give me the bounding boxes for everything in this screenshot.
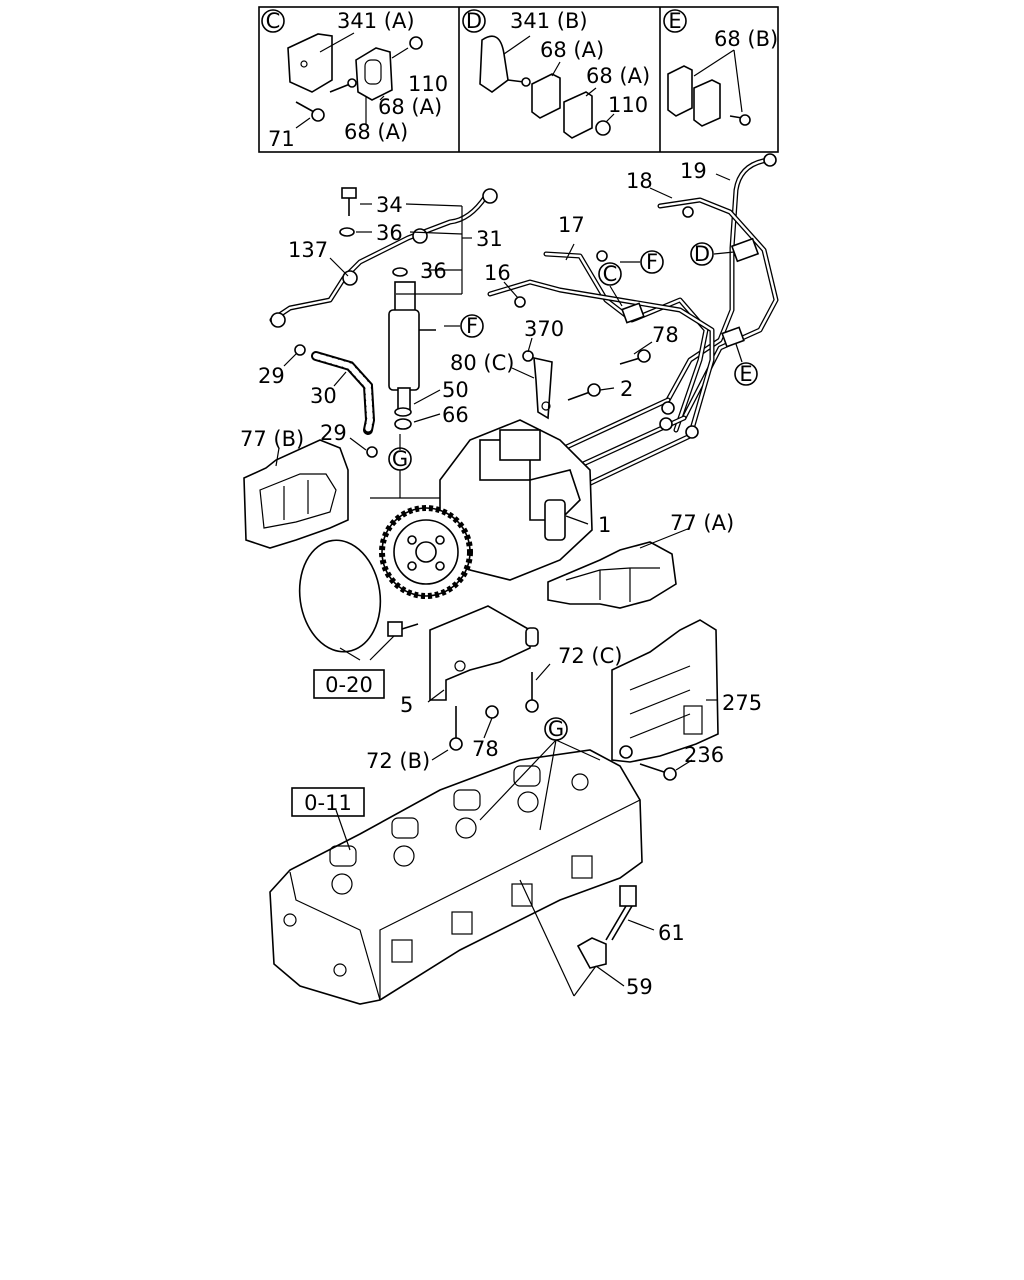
boxed-refs: 0-20 0-11 bbox=[291, 669, 385, 817]
panel-e-letter: E bbox=[668, 9, 681, 33]
callout-18: 18 bbox=[626, 169, 653, 193]
clamp-68b-1 bbox=[667, 65, 693, 117]
callout-275: 275 bbox=[722, 691, 762, 715]
clamp-68a-d1 bbox=[531, 73, 561, 119]
cover-275 bbox=[611, 619, 719, 781]
o-ring-50 bbox=[394, 407, 412, 417]
panel-d-letter: D bbox=[466, 9, 482, 33]
inset-panel-d: D 341 (B) 68 (A) 68 (A) 110 bbox=[462, 9, 650, 139]
seal-66 bbox=[394, 418, 412, 430]
nut-110 bbox=[409, 36, 423, 50]
callout-137: 137 bbox=[288, 238, 328, 262]
callout-17: 17 bbox=[558, 213, 585, 237]
callout-16: 16 bbox=[484, 261, 511, 285]
callout-30: 30 bbox=[310, 384, 337, 408]
callout-66: 66 bbox=[442, 403, 469, 427]
callout-72b: 72 (B) bbox=[366, 749, 430, 773]
clamp-68a-d2 bbox=[563, 91, 593, 139]
callout-61: 61 bbox=[658, 921, 685, 945]
callout-50: 50 bbox=[442, 378, 469, 402]
callout-370: 370 bbox=[524, 317, 564, 341]
callout-1: 1 bbox=[598, 513, 611, 537]
callout-80c: 80 (C) bbox=[450, 351, 514, 375]
callout-71: 71 bbox=[268, 127, 295, 151]
callout-341b: 341 (B) bbox=[510, 9, 588, 33]
callout-341a: 341 (A) bbox=[337, 9, 415, 33]
callout-labels: 34 36 31 137 36 18 19 17 16 370 78 80 (C… bbox=[240, 159, 762, 999]
callout-29a: 29 bbox=[258, 364, 285, 388]
inset-panels: C 341 (A) 110 68 (A) 68 (A) 71 D bbox=[258, 6, 779, 153]
callout-59: 59 bbox=[626, 975, 653, 999]
ref-circle-f2: F bbox=[466, 314, 478, 338]
callout-2: 2 bbox=[620, 377, 633, 401]
callout-236: 236 bbox=[684, 743, 724, 767]
callout-78b: 78 bbox=[472, 737, 499, 761]
injector-top bbox=[394, 281, 416, 313]
callout-36a: 36 bbox=[376, 221, 403, 245]
clamp-plate-341a bbox=[287, 33, 333, 93]
callout-72c: 72 (C) bbox=[558, 644, 622, 668]
cover-77a bbox=[547, 541, 677, 609]
ref-box-0-11: 0-11 bbox=[304, 791, 352, 815]
glow-plug bbox=[576, 885, 637, 969]
callout-77a: 77 (A) bbox=[670, 511, 734, 535]
panel-c-letter: C bbox=[266, 9, 281, 33]
cylinder-head bbox=[269, 749, 643, 1005]
callout-68b: 68 (B) bbox=[714, 27, 778, 51]
injection-pump bbox=[298, 419, 593, 653]
ref-box-0-20: 0-20 bbox=[325, 673, 373, 697]
callout-36b: 36 bbox=[420, 259, 447, 283]
ref-circle-f1: F bbox=[646, 250, 658, 274]
ref-circle-c: C bbox=[603, 262, 618, 286]
callout-68a-c1: 68 (A) bbox=[378, 95, 442, 119]
leak-off-and-injector bbox=[269, 187, 498, 458]
clamp-68b-2 bbox=[693, 79, 721, 127]
ref-circle-g1: G bbox=[392, 447, 408, 471]
callout-68a-d2: 68 (A) bbox=[586, 64, 650, 88]
callout-68a-d1: 68 (A) bbox=[540, 38, 604, 62]
callout-110-c: 110 bbox=[408, 72, 448, 96]
inset-panel-c: C 341 (A) 110 68 (A) 68 (A) 71 bbox=[261, 9, 448, 151]
callout-77b: 77 (B) bbox=[240, 427, 304, 451]
bracket-341b bbox=[479, 35, 509, 93]
clamp-block-68a bbox=[355, 47, 393, 101]
callout-68a-c2: 68 (A) bbox=[344, 120, 408, 144]
ref-circle-e: E bbox=[739, 362, 752, 386]
callout-78a: 78 bbox=[652, 323, 679, 347]
ref-circle-d: D bbox=[694, 242, 710, 266]
ref-circle-g2: G bbox=[548, 717, 564, 741]
leader-lines bbox=[275, 173, 743, 997]
callout-34: 34 bbox=[376, 193, 403, 217]
injection-pipes bbox=[487, 153, 779, 491]
inset-panel-e: E 68 (B) bbox=[663, 9, 778, 127]
bolt-71 bbox=[311, 108, 325, 122]
callout-31: 31 bbox=[476, 227, 503, 251]
pump-o-ring bbox=[298, 539, 382, 653]
callout-5: 5 bbox=[400, 693, 413, 717]
circle-refs: F F D C E G G bbox=[388, 242, 758, 741]
injector-body bbox=[388, 309, 420, 391]
callout-19: 19 bbox=[680, 159, 707, 183]
callout-110-d: 110 bbox=[608, 93, 648, 117]
nut-110-d bbox=[595, 120, 611, 136]
callout-29b: 29 bbox=[320, 421, 347, 445]
cover-77b bbox=[243, 439, 349, 549]
pump-bracket bbox=[429, 605, 539, 751]
